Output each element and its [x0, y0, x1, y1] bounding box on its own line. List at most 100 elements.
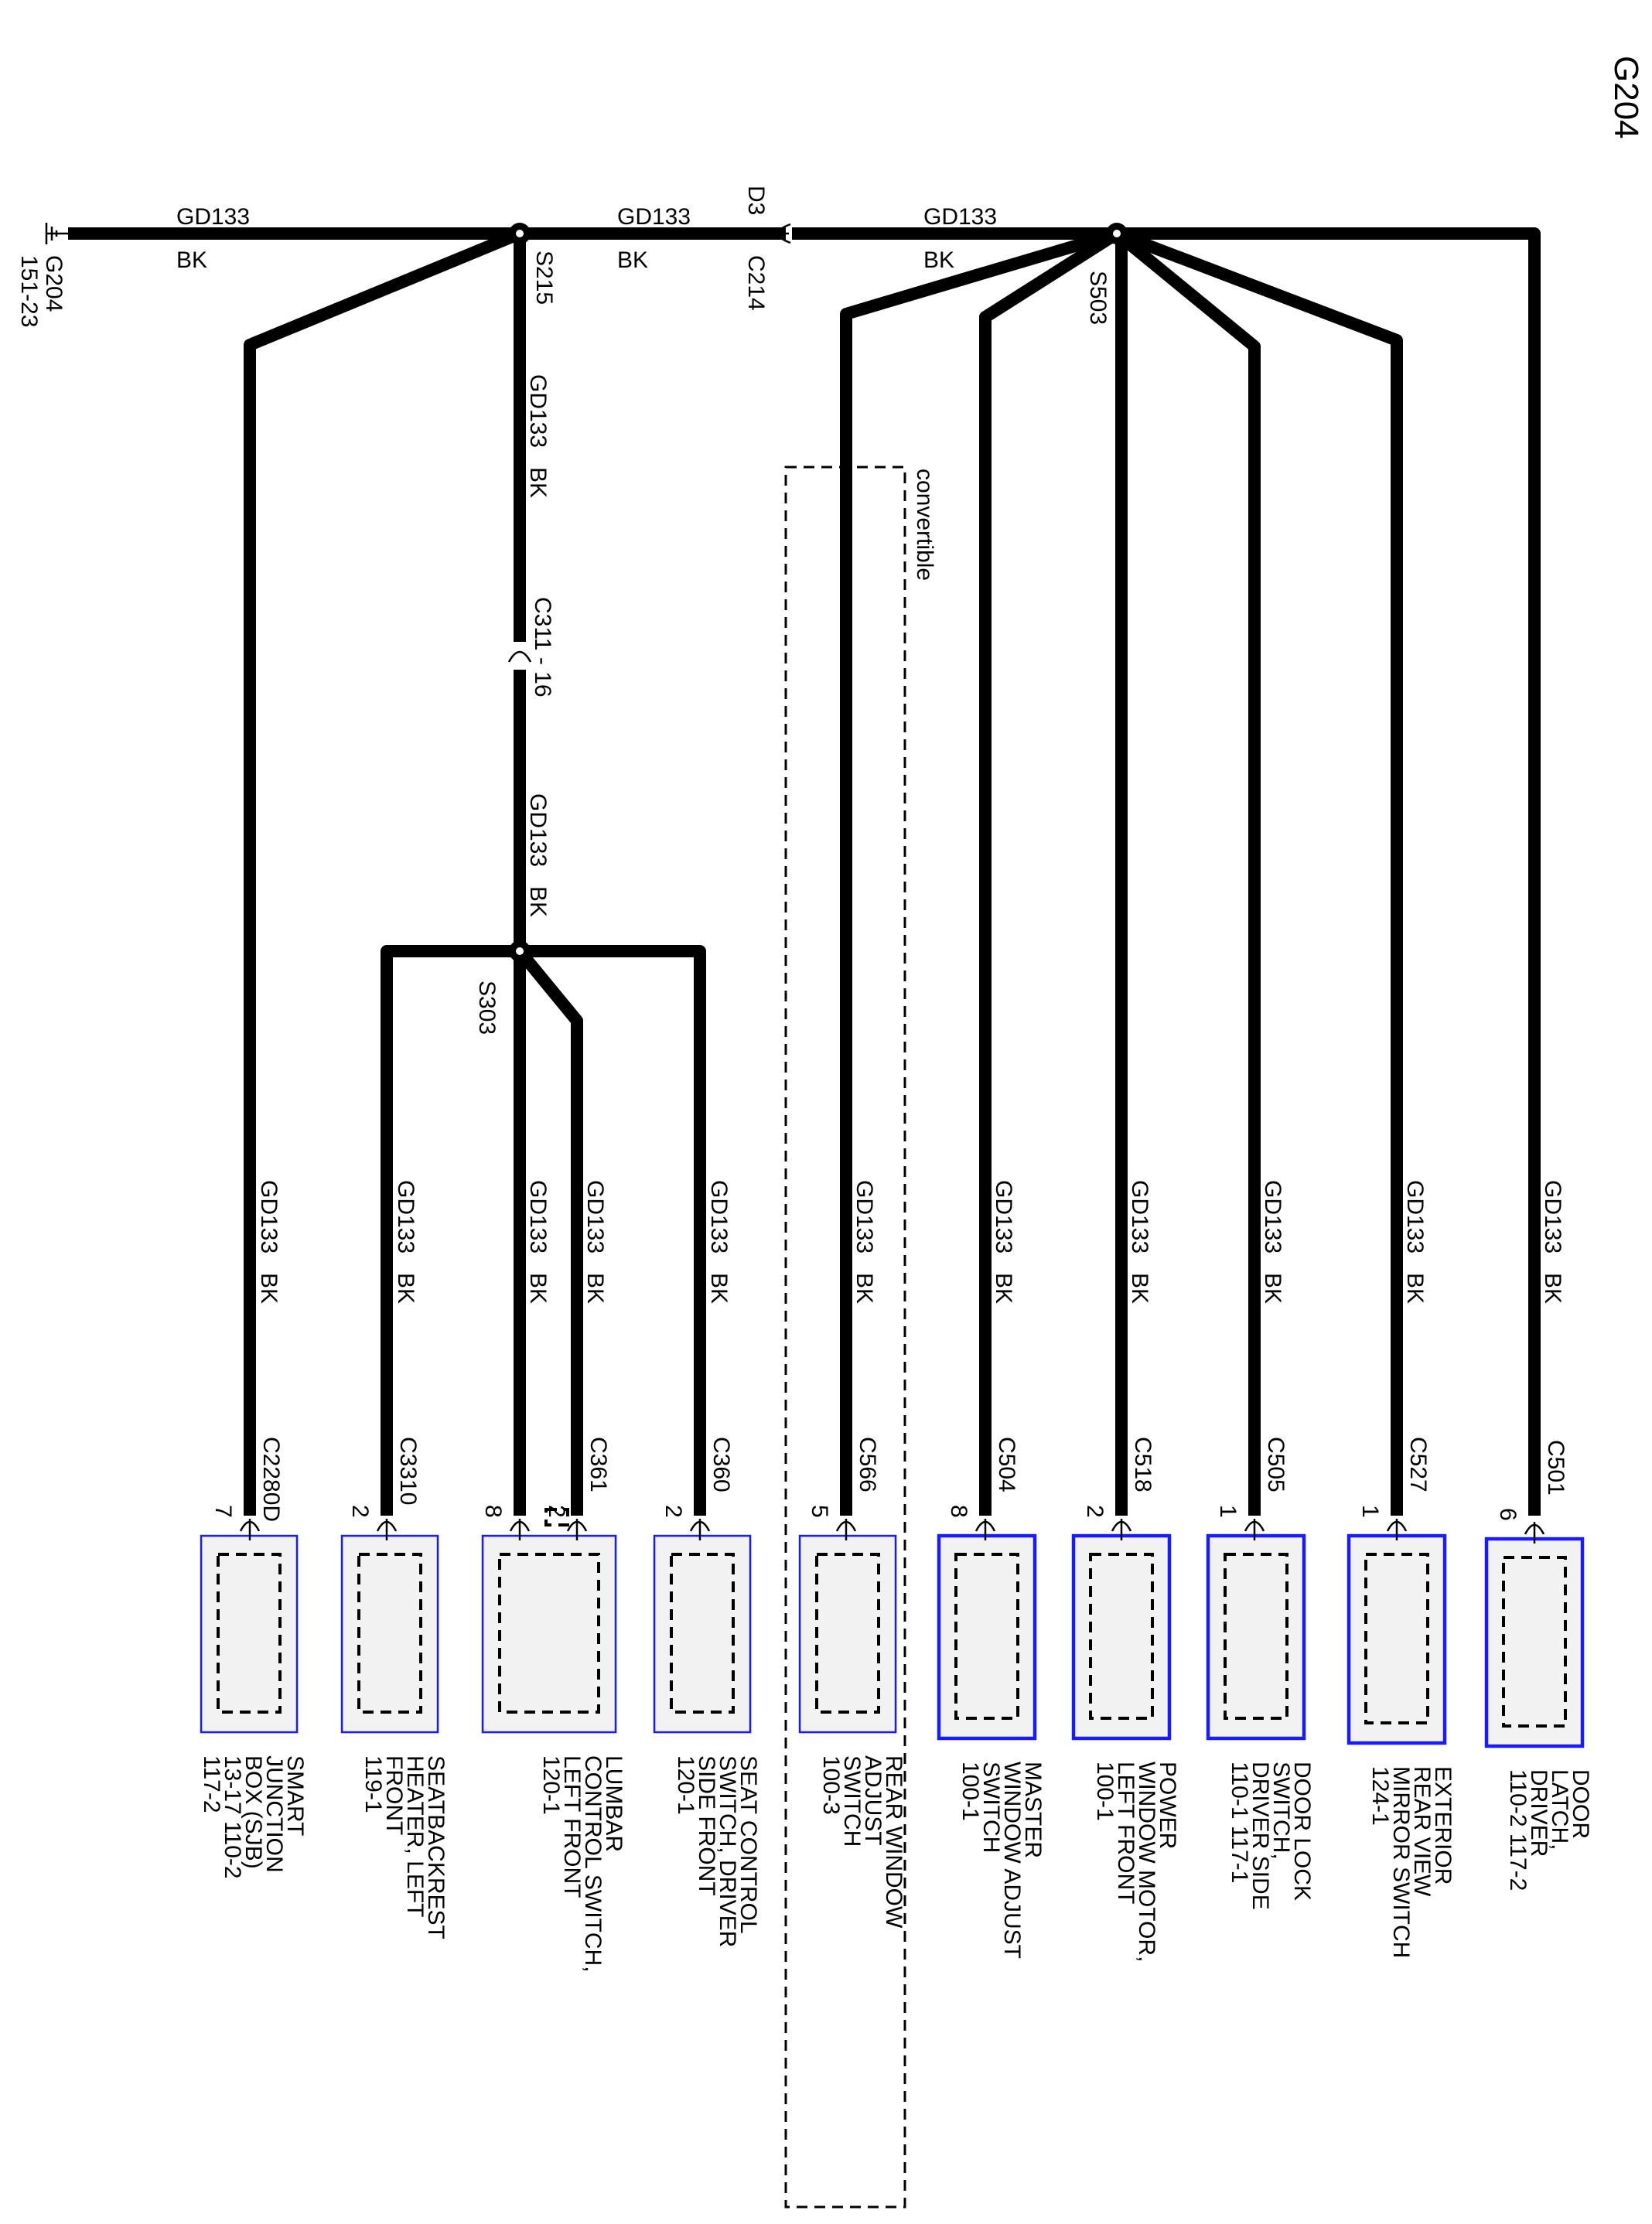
wire-color-label: BK: [852, 1273, 877, 1304]
component-name-line: LEFT FRONT: [1113, 1762, 1138, 1904]
component-name-line: REAR VIEW: [1409, 1766, 1435, 1897]
component-box: [1071, 1533, 1172, 1741]
component-name-line: FRONT: [381, 1755, 407, 1835]
page-id-text: G204: [1607, 56, 1645, 139]
component-name-line: DOOR LOCK: [1289, 1762, 1315, 1901]
component-name-line: 100-1: [1092, 1762, 1118, 1821]
component-name-line: LUMBAR: [601, 1755, 626, 1852]
component-name-line: JUNCTION: [261, 1755, 287, 1873]
component-name-line: WINDOW MOTOR,: [1134, 1762, 1159, 1962]
connector-name: C3310: [395, 1437, 421, 1505]
wire-sjb: [244, 227, 523, 1516]
component-name-line: SWITCH: [839, 1755, 865, 1847]
component-name-line: HEATER, LEFT: [402, 1755, 428, 1917]
component-box: [798, 1534, 897, 1734]
component-name-line: ADJUST: [860, 1755, 886, 1846]
component-name-line: SIDE FRONT: [694, 1755, 719, 1896]
wire-color-label: BK: [176, 247, 207, 273]
wire-mirror-switch: [1114, 227, 1403, 1516]
wire-circuit-label: GD133: [1402, 1180, 1428, 1254]
pin-dashed-bracket: [544, 1508, 569, 1526]
component-name-line: SEATBACKREST: [423, 1755, 449, 1939]
option-box-convertible: [784, 466, 906, 2209]
splice-s303: [516, 947, 524, 955]
connector-pin: 6: [1495, 1508, 1521, 1521]
wire-circuit-label: GD133: [852, 1180, 877, 1254]
component-name-line: WINDOW ADJUST: [999, 1762, 1025, 1959]
component-box: [1347, 1533, 1447, 1745]
ground-name: G204: [41, 255, 67, 312]
wire-seatbackrest: [381, 945, 520, 1516]
component-box: [1484, 1537, 1585, 1748]
wire-circuit-label: GD133: [582, 1180, 608, 1254]
connector-name: C361: [585, 1437, 611, 1492]
wire-door-lock: [1112, 228, 1261, 1516]
wire-color-label: BK: [525, 467, 551, 498]
connector-pin-d3: D3: [743, 186, 769, 215]
wire-lumbar-2: [514, 947, 583, 1516]
component-name-line: DRIVER SIDE: [1248, 1762, 1273, 1910]
connector-pin: 2: [660, 1505, 686, 1518]
connector-name: C501: [1543, 1440, 1568, 1496]
wire-color-label: BK: [1402, 1273, 1428, 1304]
option-note: convertible: [912, 469, 937, 581]
component-name-line: 110-2 117-2: [1505, 1769, 1531, 1891]
connector-pin: 5: [807, 1505, 832, 1518]
wire-circuit-label: GD133: [706, 1180, 732, 1254]
ground-ref: 151-23: [16, 255, 42, 327]
inline-connector-c214: D3 C214: [743, 186, 791, 311]
component-name-line: SWITCH,: [1268, 1762, 1294, 1860]
wire-color-label: BK: [923, 247, 954, 273]
component-name-line: SWITCH, DRIVER: [715, 1755, 740, 1947]
page-id: G204: [1607, 56, 1645, 139]
wire-circuit-label: GD133: [525, 793, 551, 867]
component-name-line: 117-2: [199, 1755, 224, 1813]
wire-circuit-label: GD133: [393, 1180, 418, 1254]
splice-label-s503: S503: [1085, 271, 1111, 325]
component-inner-dashed: [815, 1553, 880, 1714]
component-name-line: MASTER: [1020, 1762, 1046, 1858]
component-name-line: 120-1: [538, 1755, 564, 1815]
connector-pin: 8: [946, 1505, 971, 1518]
connector-pin: 7: [210, 1505, 236, 1518]
component-name-line: DOOR: [1568, 1769, 1593, 1839]
wire-color-label: BK: [991, 1273, 1016, 1304]
connector-pin: 2: [347, 1505, 373, 1518]
connector-pin: 8: [480, 1505, 506, 1518]
component-box: [200, 1534, 299, 1734]
component-box: [481, 1534, 617, 1734]
component-inner-dashed: [670, 1553, 735, 1714]
component-name-line: 100-1: [957, 1762, 983, 1821]
wire-color-label: BK: [1260, 1273, 1285, 1304]
component-name-line: MIRROR SWITCH: [1388, 1766, 1414, 1958]
wire-main-right: [792, 227, 1541, 1516]
connector-name: C504: [994, 1437, 1019, 1492]
component-inner-dashed: [954, 1553, 1019, 1720]
connector-pin: 1: [1357, 1505, 1383, 1518]
wire-circuit-label: GD133: [1260, 1180, 1285, 1254]
component-name-line: 120-1: [673, 1755, 698, 1815]
wire-circuit-label: GD133: [991, 1180, 1016, 1254]
connector-pin: 1: [1215, 1505, 1241, 1518]
component-name-line: DRIVER: [1526, 1769, 1551, 1857]
wire-circuit-label: GD133: [256, 1180, 282, 1254]
connector-pin: 2: [1082, 1505, 1108, 1518]
component-name-line: 13-17 110-2: [220, 1755, 245, 1879]
wire-rear-window: [840, 227, 1119, 1516]
wire-master-window: [979, 228, 1121, 1516]
